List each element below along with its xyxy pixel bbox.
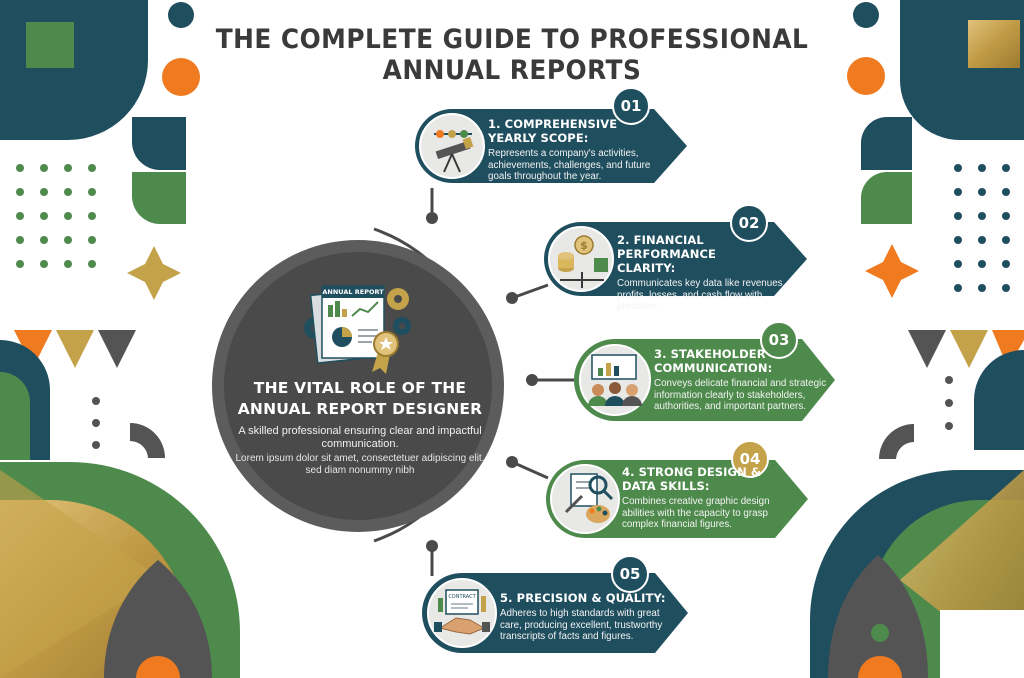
svg-text:CONTRACT: CONTRACT <box>448 594 476 600</box>
telescope-timeline-icon <box>434 130 474 173</box>
item-description: Communicates key data like revenues, pro… <box>617 278 786 312</box>
design-palette-icon <box>564 473 614 523</box>
right-decoration <box>810 0 1024 678</box>
handshake-contract-icon: CONTRACT <box>434 589 490 635</box>
coins-scale-icon: $ <box>558 235 608 288</box>
item-title: 4. STRONG DESIGN & DATA SKILLS: <box>622 465 762 493</box>
item-card-04-text: 4. STRONG DESIGN & DATA SKILLS: Combines… <box>622 465 802 531</box>
item-title: 2. FINANCIAL PERFORMANCE CLARITY: <box>617 233 716 275</box>
item-number-badge: 02 <box>730 204 768 242</box>
hub-text: THE VITAL ROLE OF THE ANNUAL REPORT DESI… <box>235 378 485 477</box>
hub-title: THE VITAL ROLE OF THE ANNUAL REPORT DESI… <box>237 379 483 418</box>
hub-circle <box>212 240 504 532</box>
item-number-badge: 01 <box>612 87 650 125</box>
item-card-05-text: 5. PRECISION & QUALITY: Adheres to high … <box>500 591 680 643</box>
item-description: Adheres to high standards with great car… <box>500 608 663 642</box>
item-title: 1. COMPREHENSIVE YEARLY SCOPE: <box>488 117 618 145</box>
item-card-02-text: 2. FINANCIAL PERFORMANCE CLARITY: Commun… <box>617 233 797 313</box>
item-description: Combines creative graphic design abiliti… <box>622 496 770 530</box>
item-card-03-text: 3. STAKEHOLDER COMMUNICATION: Conveys de… <box>654 347 834 413</box>
item-number-badge: 03 <box>760 321 798 359</box>
hub-body-text: Lorem ipsum dolor sit amet, consectetuer… <box>235 453 485 476</box>
item-card-01 <box>415 109 687 183</box>
item-card-01-text: 1. COMPREHENSIVE YEARLY SCOPE: Represent… <box>488 117 670 183</box>
item-card-05 <box>422 573 688 653</box>
annual-report-label: ANNUAL REPORT <box>322 288 384 296</box>
annual-report-icon <box>304 285 411 374</box>
team-presentation-icon <box>588 354 642 406</box>
item-number-badge: 04 <box>731 440 769 478</box>
item-description: Conveys delicate financial and strategic… <box>654 378 827 412</box>
svg-text:$: $ <box>580 239 588 252</box>
hub-subtitle: A skilled professional ensuring clear an… <box>238 425 482 450</box>
item-number-badge: 05 <box>611 555 649 593</box>
item-title: 5. PRECISION & QUALITY: <box>500 591 666 605</box>
page-title: THE COMPLETE GUIDE TO PROFESSIONAL ANNUA… <box>215 24 809 86</box>
item-description: Represents a company's activities, achie… <box>488 148 651 182</box>
item-title: 3. STAKEHOLDER COMMUNICATION: <box>654 347 773 375</box>
connector-nodes <box>426 212 538 552</box>
left-decoration <box>0 0 240 678</box>
